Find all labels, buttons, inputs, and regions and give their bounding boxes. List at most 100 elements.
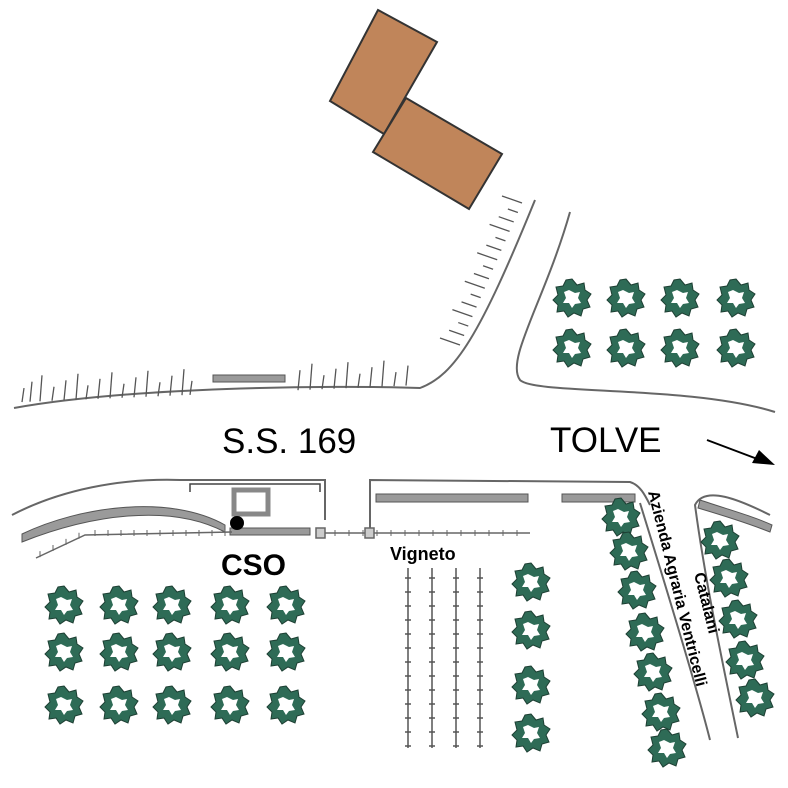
hatch-mark [181, 369, 185, 396]
building-icon [328, 8, 504, 211]
hatch-mark [145, 370, 149, 397]
hatch-mark [21, 387, 25, 403]
tree-canopy-icon [511, 713, 551, 753]
tree-canopy-icon [99, 685, 139, 725]
tree-canopy-icon [99, 632, 139, 672]
tree-canopy-icon [44, 685, 84, 725]
direction-arrow-icon [706, 439, 775, 465]
fence-posts [39, 530, 518, 558]
hatch-mark [439, 337, 461, 346]
fence-line [35, 527, 530, 559]
road-edge-north-west [13, 199, 536, 409]
hatch-mark [507, 208, 519, 214]
tree-canopy-icon [641, 692, 681, 732]
tree-canopy-icon [152, 632, 192, 672]
tree-canopy-icon [625, 612, 665, 652]
tree-canopy-icon [210, 585, 250, 625]
tree-canopy-icon [725, 640, 765, 680]
tree-canopy-icon [210, 632, 250, 672]
hatch-mark [470, 293, 481, 299]
hatch-mark [321, 375, 325, 390]
hatch-mark [489, 223, 510, 233]
tree-canopy-icon [44, 585, 84, 625]
tree-canopy-icon [266, 685, 306, 725]
tree-canopy-icon [44, 632, 84, 672]
road-label: S.S. 169 [222, 422, 356, 461]
hatch-mark [357, 373, 361, 388]
hatch-mark [501, 195, 523, 204]
hatch-mark [393, 372, 397, 387]
hatch-mark [29, 381, 33, 402]
tree-canopy-icon [709, 558, 749, 598]
hatch-mark [75, 373, 79, 400]
station-fence [189, 483, 321, 492]
hatch-mark [189, 380, 193, 395]
hatch-mark [309, 363, 313, 390]
direction-label: TOLVE [550, 421, 662, 460]
hatch-mark [157, 382, 161, 397]
tree-canopy-icon [152, 685, 192, 725]
hatch-mark [121, 383, 125, 398]
tree-canopy-icon [511, 610, 551, 650]
hatch-mark [369, 367, 373, 388]
vineyard-rows [405, 568, 483, 748]
hatch-mark [464, 280, 486, 289]
hatch-mark [333, 368, 337, 389]
hatch-mark [448, 329, 465, 337]
tree-canopy-icon [609, 531, 649, 571]
hatch-mark [97, 378, 101, 399]
tree-canopy-icon [735, 678, 775, 718]
tree-canopy-icon [99, 585, 139, 625]
tree-canopy-icon [660, 328, 700, 368]
tree-canopy-icon [266, 632, 306, 672]
tree-canopy-icon [606, 278, 646, 318]
tree-canopy-icon [511, 665, 551, 705]
tree-canopy-icon [606, 328, 646, 368]
hatch-mark [109, 372, 113, 399]
vineyard-label: Vigneto [390, 544, 456, 564]
tree-canopy-icon [660, 278, 700, 318]
tree-canopy-icon [152, 585, 192, 625]
tree-canopy-icon [716, 328, 756, 368]
station-dot-icon [230, 516, 244, 530]
hatch-mark [473, 272, 490, 280]
embankment-hatching [21, 195, 523, 403]
hatch-mark [461, 301, 477, 308]
tree-canopy-icon [601, 497, 641, 537]
hatch-mark [405, 365, 409, 386]
road-edge-south [11, 478, 771, 741]
tree-canopy-icon [718, 599, 758, 639]
station-box [231, 487, 271, 517]
tree-canopy-icon [633, 652, 673, 692]
tree-canopy-icon [210, 685, 250, 725]
tree-canopy-icon [552, 328, 592, 368]
hatch-mark [169, 375, 173, 396]
hatch-mark [452, 308, 473, 318]
hatch-mark [63, 380, 67, 401]
hatch-mark [345, 362, 349, 389]
hatch-mark [39, 375, 43, 402]
hatch-mark [85, 385, 89, 400]
hatch-mark [133, 377, 137, 398]
tree-canopy-icon [700, 520, 740, 560]
station-label: CSO [221, 549, 286, 582]
hatch-mark [486, 244, 502, 251]
road-edge-north-east [515, 211, 776, 413]
hatch-mark [495, 236, 506, 242]
tree-canopy-icon [511, 562, 551, 602]
hatch-mark [297, 370, 301, 391]
hatch-mark [51, 386, 55, 401]
hatch-mark [381, 360, 385, 387]
hatch-mark [482, 265, 494, 270]
hatch-mark [458, 321, 469, 327]
roadside-strip-north [212, 374, 286, 383]
tree-canopy-icon [552, 278, 592, 318]
tree-canopy-icon [617, 570, 657, 610]
hatch-mark [476, 252, 498, 261]
tree-canopy-icon [716, 278, 756, 318]
tree-canopy-icon [266, 585, 306, 625]
tree-canopy-icon [647, 728, 687, 768]
hatch-mark [498, 216, 514, 223]
